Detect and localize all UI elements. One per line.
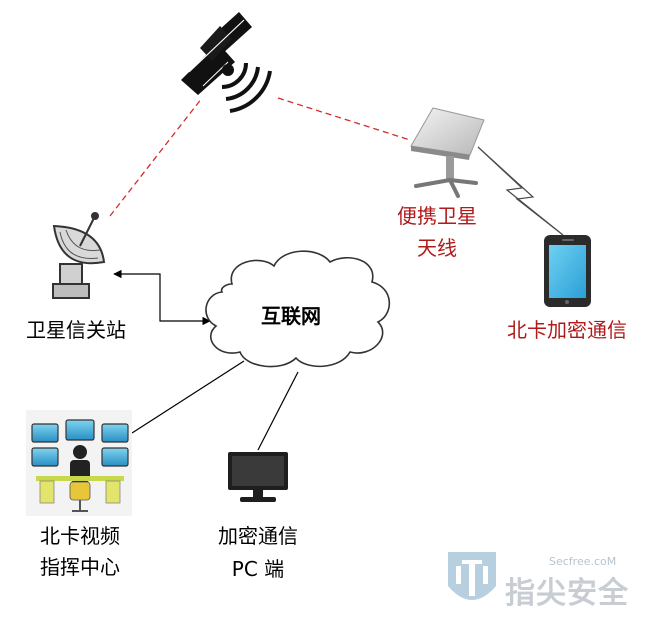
command-center-label-line2: 指挥中心: [40, 555, 120, 579]
link-gateway-satellite: [109, 97, 203, 217]
shield-logo-icon: [448, 552, 496, 600]
gateway-label: 卫星信关站: [26, 318, 126, 342]
command-center-icon: [26, 410, 132, 516]
internet-label: 互联网: [261, 304, 321, 328]
portable-antenna-label-line2: 天线: [417, 236, 457, 260]
cloud-icon: [205, 250, 391, 368]
monitor-icon: [228, 452, 288, 502]
phone-label: 北卡加密通信: [507, 318, 627, 342]
command-center-label-line1: 北卡视频: [40, 524, 120, 548]
portable-antenna-label-line1: 便携卫星: [397, 204, 477, 228]
watermark-site: Secfree.coM: [549, 555, 617, 568]
satellite-icon: [181, 12, 272, 113]
satellite-dish-icon: [52, 212, 106, 299]
flat-panel-antenna-icon: [410, 107, 485, 198]
pc-label-line1: 加密通信: [218, 524, 298, 548]
link-internet-pc: [257, 371, 299, 451]
link-internet-command-center: [131, 360, 245, 434]
link-gateway-internet: [113, 269, 211, 326]
watermark-brand: 指尖安全: [505, 576, 629, 611]
pc-label-line2: PC 端: [231, 557, 285, 581]
smartphone-icon: [544, 235, 591, 307]
link-satellite-antenna: [277, 97, 411, 141]
